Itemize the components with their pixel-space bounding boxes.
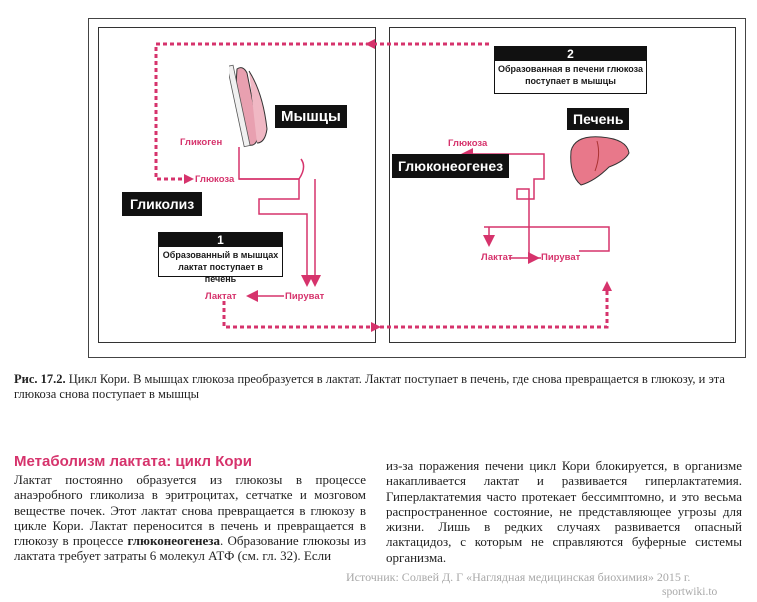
paragraph-2: из-за поражения печени цикл Кори блокиру… <box>386 458 742 565</box>
liver-lactate-label: Лактат <box>481 252 513 263</box>
text-column-left: Лактат постоянно образуется из глюкозы в… <box>14 472 366 564</box>
liver-organ-label: Печень <box>567 108 630 130</box>
liver-icon <box>570 136 630 186</box>
lactate-transfer-path <box>222 281 609 329</box>
muscle-lactate-label: Лактат <box>205 291 237 302</box>
site-watermark: sportwiki.to <box>662 586 718 598</box>
step-1-box: 1 Образованный в мышцах лактат поступает… <box>158 232 283 284</box>
muscle-icon <box>229 64 268 148</box>
glucose-arrowhead <box>184 174 194 184</box>
paragraph-1-bold-term: глюконеогенеза <box>127 533 221 549</box>
paragraph-1-part-1: Лактат постоянно образуется из глюкозы в… <box>14 472 366 549</box>
muscle-pyruvate-label: Пируват <box>285 291 325 302</box>
step-2-number: 2 <box>495 47 646 61</box>
glucose-return-path <box>154 42 489 181</box>
liver-pyruvate-label: Пируват <box>541 252 581 263</box>
muscle-organ-label: Мышцы <box>275 105 347 128</box>
glycogen-label: Гликоген <box>180 137 223 148</box>
step-2-box: 2 Образованная в печени глюкоза поступае… <box>494 46 647 94</box>
liver-glucose-label: Глюкоза <box>448 138 488 149</box>
caption-text: Цикл Кори. В мышцах глюкоза преобразуетс… <box>14 372 725 401</box>
muscle-glucose-label: Глюкоза <box>195 174 235 185</box>
cori-cycle-figure: Мышцы Гликолиз Гликоген Глюкоза Лактат П… <box>88 18 746 358</box>
text-column-right: из-за поражения печени цикл Кори блокиру… <box>386 458 742 565</box>
gluconeogenesis-process-label: Глюконеогенез <box>392 154 510 178</box>
figure-caption: Рис. 17.2. Цикл Кори. В мышцах глюкоза п… <box>14 372 744 402</box>
caption-label: Рис. 17.2. <box>14 372 66 386</box>
pathway-arrows <box>154 39 612 332</box>
step-1-number: 1 <box>159 233 282 247</box>
paragraph-1-part-2: . Образование глюкозы из лактата требует… <box>14 533 366 564</box>
glycolysis-process-label: Гликолиз <box>122 192 203 216</box>
source-watermark: Источник: Солвей Д. Г «Наглядная медицин… <box>346 570 691 584</box>
step-1-text: Образованный в мышцах лактат поступает в… <box>162 250 279 284</box>
section-heading: Метаболизм лактата: цикл Кори <box>14 453 252 470</box>
top-arrowhead <box>365 39 375 49</box>
step-2-text: Образованная в печени глюкоза поступает … <box>498 64 643 86</box>
up-arrowhead <box>602 281 612 291</box>
bottom-arrowhead <box>371 322 381 332</box>
